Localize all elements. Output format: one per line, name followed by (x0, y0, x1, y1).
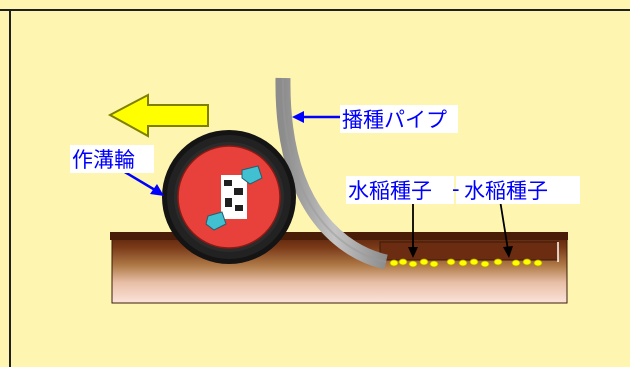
rice-seeds (389, 258, 543, 268)
seed-icon (458, 259, 468, 267)
furrow-channel (379, 241, 559, 261)
label-rice-seed-1: 水稲種子 (348, 179, 432, 203)
label-seeding-pipe: 播種パイプ (342, 108, 447, 132)
seed-icon (419, 258, 429, 266)
label-bg-furrow-wheel (70, 145, 154, 173)
seed-icon (469, 258, 479, 266)
labels: 播種パイプ 作溝輪 水稲種子 水稲種子 - (70, 105, 580, 204)
seed-icon (533, 259, 543, 267)
pointer-arrows (117, 111, 340, 196)
seed-icon (408, 260, 418, 268)
label-bg-rice-seed-1 (346, 176, 454, 204)
seed-icon (522, 258, 532, 266)
seed-pointers (408, 199, 513, 258)
wheel-icon (162, 130, 296, 264)
seed-icon (446, 258, 456, 266)
seed-icon (511, 259, 521, 267)
left-arrow-icon (107, 93, 209, 138)
seed-icon (480, 260, 490, 268)
label-bg-rice-seed-2 (456, 176, 580, 204)
seed-icon (398, 258, 408, 266)
label-dash: - (452, 177, 460, 201)
seed-icon (493, 258, 503, 266)
seed-icon (429, 260, 439, 268)
label-rice-seed-2: 水稲種子 (464, 179, 548, 203)
pointer-rice-seed-2 (499, 199, 509, 251)
label-bg-seeding-pipe (340, 105, 458, 133)
label-furrow-wheel: 作溝輪 (72, 148, 135, 172)
seed-icon (389, 259, 399, 267)
